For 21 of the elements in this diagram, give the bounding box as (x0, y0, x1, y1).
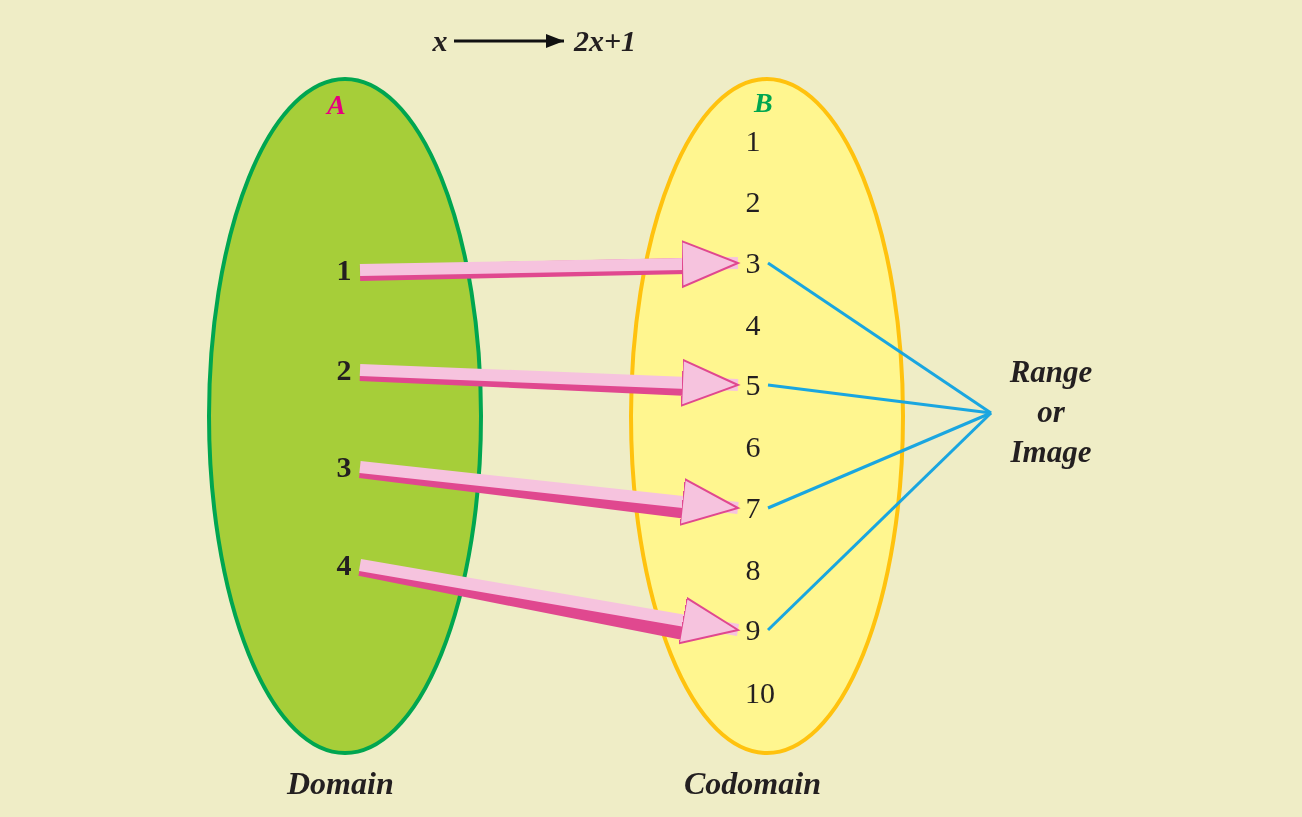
element-label: 8 (744, 555, 762, 585)
element-label: 7 (744, 493, 762, 523)
element-label: 6 (744, 432, 762, 462)
set-name: B (754, 89, 773, 117)
set-name: A (327, 91, 346, 119)
element-label: 3 (335, 452, 353, 482)
mapping-rule-text: x (431, 27, 449, 55)
element-label: 10 (744, 678, 776, 708)
element-label: 2 (744, 187, 762, 217)
element-label: 1 (744, 126, 762, 156)
element-label: 5 (744, 370, 762, 400)
set-caption: Domain (287, 767, 394, 799)
mapping-rule-text: 2x+1 (572, 27, 638, 55)
element-label: 1 (335, 255, 353, 285)
element-label: 2 (335, 355, 353, 385)
element-label: 4 (335, 550, 353, 580)
element-label: 4 (744, 310, 762, 340)
element-label: 9 (744, 615, 762, 645)
element-label: 3 (744, 248, 762, 278)
set-caption: Codomain (684, 767, 821, 799)
range-label: Range or Image (1008, 353, 1094, 471)
